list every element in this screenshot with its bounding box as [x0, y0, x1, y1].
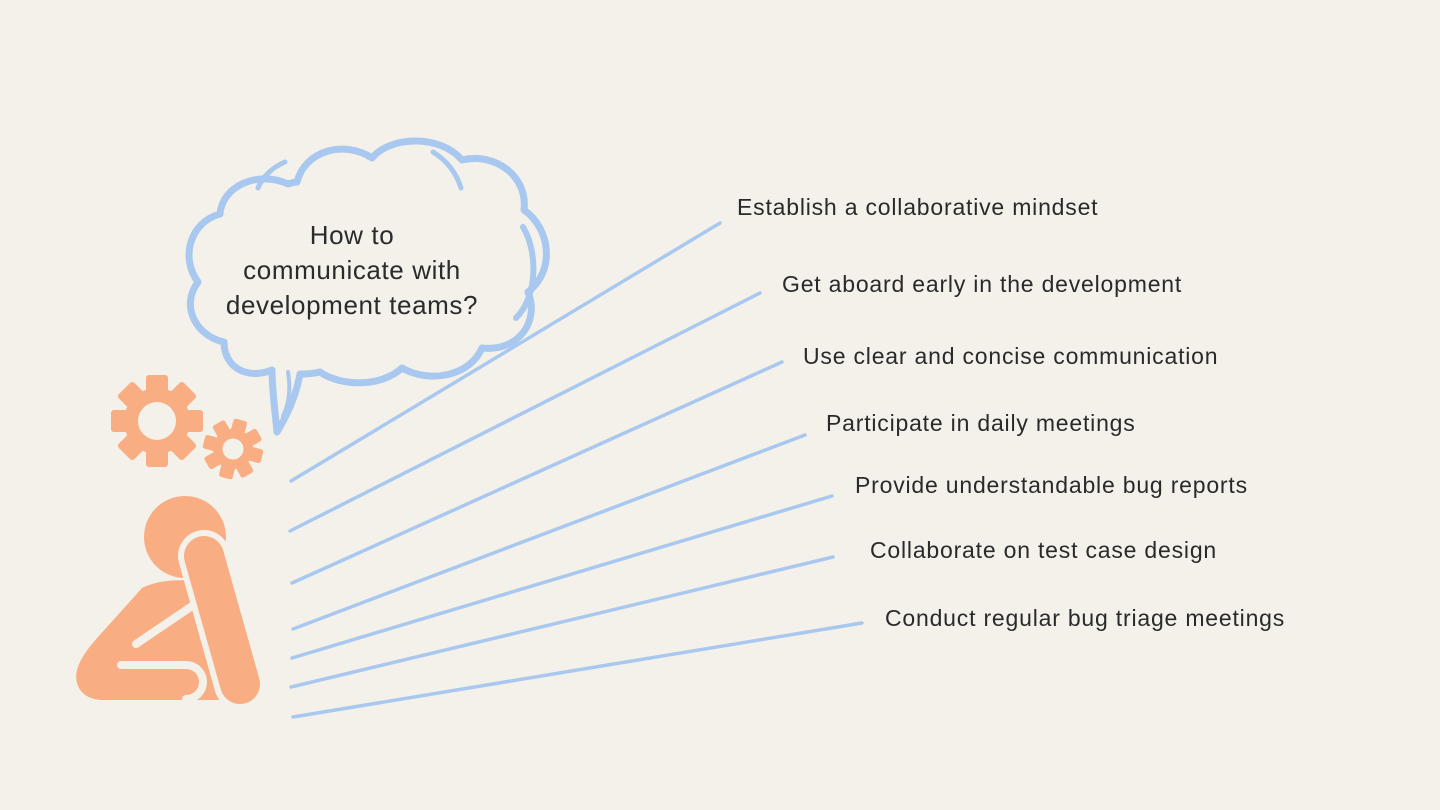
thought-bubble-icon	[185, 137, 550, 436]
thinking-person-icon	[76, 496, 266, 710]
bubble-echo-tail	[281, 370, 292, 418]
bubble-echo-right	[513, 224, 537, 321]
bubble-title-line: development teams?	[225, 290, 479, 320]
bubble-echo-top-right	[430, 149, 464, 191]
list-item: Provide understandable bug reports	[855, 472, 1248, 498]
list-item: Collaborate on test case design	[870, 537, 1218, 563]
connector-line	[290, 494, 834, 660]
list-item: Establish a collaborative mindset	[737, 194, 1099, 220]
connector-line	[291, 621, 864, 719]
connector-lines	[288, 221, 864, 719]
connector-line	[290, 360, 784, 585]
bubble-title: How to communicate with development team…	[207, 218, 497, 323]
list-item: Get aboard early in the development	[782, 271, 1183, 297]
gear-icon-small	[202, 418, 264, 480]
gear-icon-large	[111, 375, 203, 467]
bubble-echo-top-left	[255, 159, 288, 191]
bubble-title-line: communicate with	[243, 255, 461, 285]
list-item: Use clear and concise communication	[803, 343, 1219, 369]
list-item: Participate in daily meetings	[826, 410, 1136, 436]
list-item: Conduct regular bug triage meetings	[885, 605, 1286, 631]
connector-line	[291, 433, 807, 631]
connector-line	[289, 555, 835, 689]
connector-line	[288, 291, 762, 533]
connector-line	[289, 221, 722, 483]
bubble-title-line: How to	[309, 220, 395, 250]
